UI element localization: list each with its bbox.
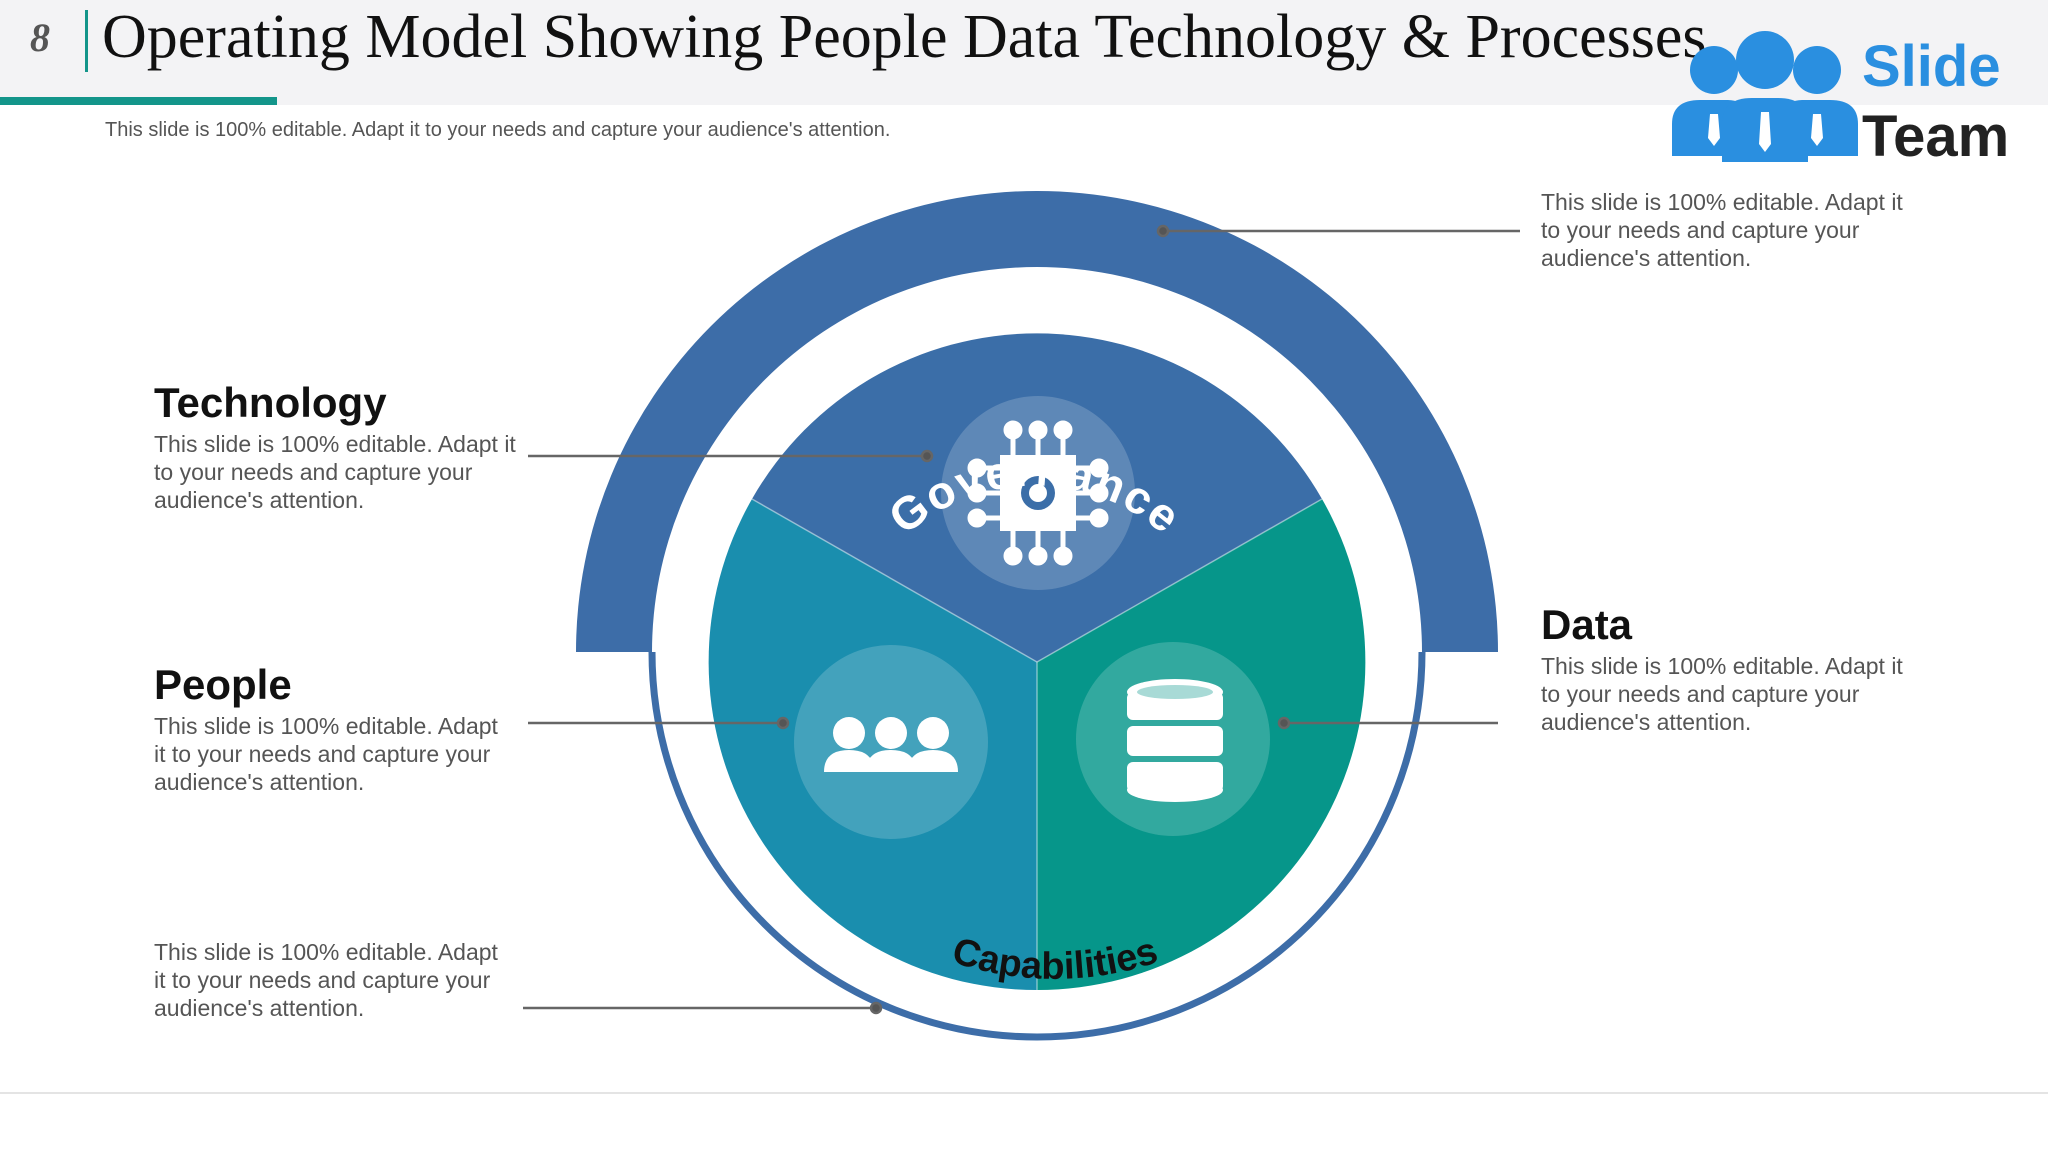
people-callout-title: People <box>154 661 292 708</box>
data-callout-title: Data <box>1541 601 1633 648</box>
title-divider <box>85 10 88 72</box>
capabilities-callout-text: This slide is 100% editable. Adapt it to… <box>154 939 498 1021</box>
governance-callout-text: This slide is 100% editable. Adapt it to… <box>1541 189 1903 271</box>
logo-text-team: Team <box>1862 104 2009 168</box>
technology-callout-title: Technology <box>154 379 387 426</box>
database-icon <box>1076 642 1270 836</box>
governance-callout: This slide is 100% editable. Adapt it to… <box>1541 188 1911 272</box>
data-callout-text: This slide is 100% editable. Adapt it to… <box>1541 653 1903 735</box>
capabilities-ring <box>648 651 1426 1041</box>
data-callout: Data This slide is 100% editable. Adapt … <box>1541 602 1911 736</box>
footer-divider <box>0 1092 2048 1094</box>
slideteam-logo: Slide Team <box>1672 31 2009 168</box>
people-segment <box>708 499 1037 991</box>
technology-callout-text: This slide is 100% editable. Adapt it to… <box>154 431 516 513</box>
people-callout-text: This slide is 100% editable. Adapt it to… <box>154 713 498 795</box>
technology-callout: Technology This slide is 100% editable. … <box>154 380 534 514</box>
capabilities-callout: This slide is 100% editable. Adapt it to… <box>154 938 514 1022</box>
slide-number: 8 <box>30 15 50 60</box>
people-callout: People This slide is 100% editable. Adap… <box>154 662 514 796</box>
governance-arc-band <box>576 191 1498 652</box>
chip-icon <box>941 396 1135 590</box>
logo-text-slide: Slide <box>1862 34 2001 99</box>
slide-title: Operating Model Showing People Data Tech… <box>102 3 1707 71</box>
people-group-icon <box>794 645 988 839</box>
header-accent-bar <box>0 97 277 105</box>
slide-subtitle: This slide is 100% editable. Adapt it to… <box>105 119 891 141</box>
